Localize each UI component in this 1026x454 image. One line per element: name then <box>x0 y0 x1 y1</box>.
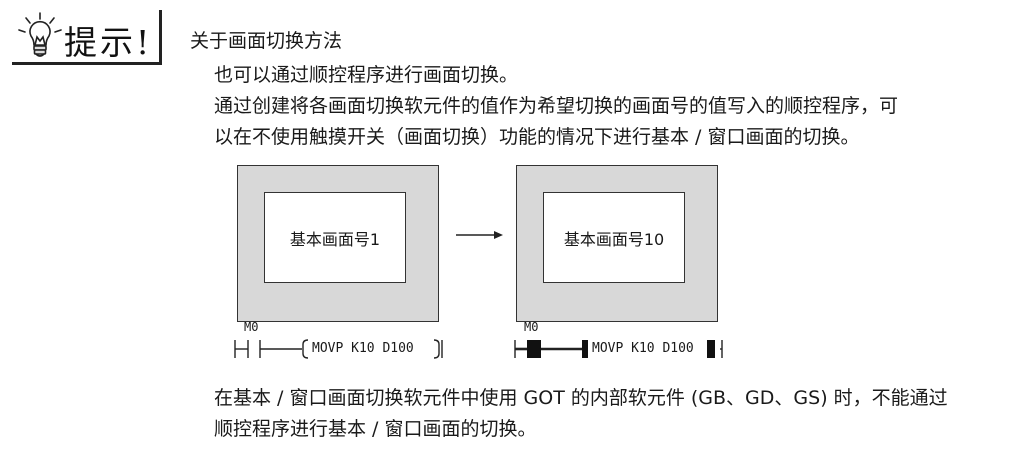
screen-before-label: 基本画面号1 <box>264 192 406 283</box>
screen-after-label: 基本画面号10 <box>543 192 685 283</box>
paragraph-3-line-2: 顺控程序进行基本 / 窗口画面的切换。 <box>214 418 537 440</box>
section-title: 关于画面切换方法 <box>190 30 343 52</box>
ladder-after-contact: M0 <box>524 320 539 334</box>
paragraph-2-line-1: 通过创建将各画面切换软元件的值作为希望切换的画面号的值写入的顺控程序，可 <box>214 95 899 117</box>
ladder-after-lines <box>514 340 723 358</box>
arrow-right-icon <box>456 231 503 239</box>
paragraph-1-line: 也可以通过顺控程序进行画面切换。 <box>214 64 519 86</box>
paragraph-1: 也可以通过顺控程序进行画面切换。 <box>214 60 518 91</box>
paragraph-2-line-2: 以在不使用触摸开关（画面切换）功能的情况下进行基本 / 窗口画面的切换。 <box>214 126 860 148</box>
paragraph-3: 在基本 / 窗口画面切换软元件中使用 GOT 的内部软元件 (GB、GD、GS)… <box>214 383 948 445</box>
screen-after: 基本画面号10 <box>516 165 718 322</box>
lightbulb-icon <box>18 12 62 57</box>
ladder-before-lines <box>234 339 443 359</box>
ladder-before-contact: M0 <box>244 320 259 334</box>
ladder-before: M0 MOVP K10 D100 <box>232 318 447 362</box>
hint-label: 提示! <box>64 23 153 62</box>
paragraph-2: 通过创建将各画面切换软元件的值作为希望切换的画面号的值写入的顺控程序，可 以在不… <box>214 91 898 153</box>
ladder-before-instruction: MOVP K10 D100 <box>312 341 414 356</box>
paragraph-3-line-1: 在基本 / 窗口画面切换软元件中使用 GOT 的内部软元件 (GB、GD、GS)… <box>214 387 948 409</box>
ladder-after: M0 MOVP K10 D100 <box>512 318 727 362</box>
ladder-after-instruction: MOVP K10 D100 <box>592 341 694 356</box>
screen-before: 基本画面号1 <box>237 165 439 322</box>
hint-box: 提示! <box>12 10 162 65</box>
